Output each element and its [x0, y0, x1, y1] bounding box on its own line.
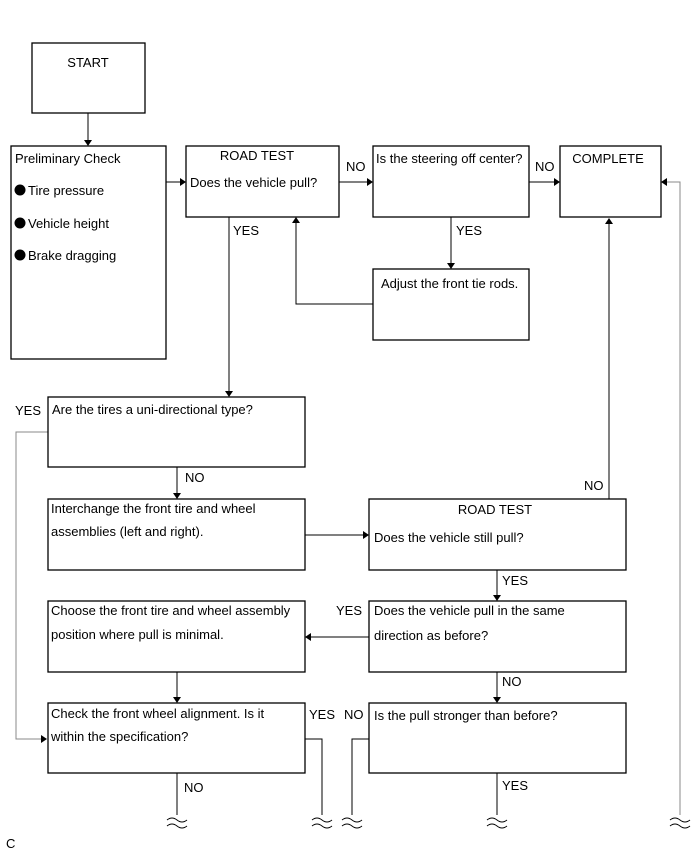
branch-labels: NO NO YES YES YES NO NO YES YES NO YES N… — [15, 159, 604, 795]
adjust-label: Adjust the front tie rods. — [381, 276, 518, 291]
yes-label: YES — [456, 223, 482, 238]
preliminary-title: Preliminary Check — [15, 151, 121, 166]
yes-label: YES — [15, 403, 41, 418]
yes-label: YES — [502, 573, 528, 588]
road-test-1-title: ROAD TEST — [220, 148, 294, 163]
alignment-node: Check the front wheel alignment. Is it w… — [47, 702, 306, 774]
continuation-marks — [166, 817, 691, 829]
steering-node: Is the steering off center? — [372, 145, 530, 218]
preliminary-item-tire-pressure: Tire pressure — [28, 183, 104, 198]
yes-label: YES — [309, 707, 335, 722]
yes-label: YES — [336, 603, 362, 618]
no-label: NO — [185, 470, 205, 485]
no-label: NO — [344, 707, 364, 722]
preliminary-check-node: Preliminary Check Tire pressure Vehicle … — [10, 145, 167, 360]
steering-question: Is the steering off center? — [376, 151, 522, 166]
same-direction-node: Does the vehicle pull in the same direct… — [368, 600, 627, 673]
no-label: NO — [502, 674, 522, 689]
road-test-2-title: ROAD TEST — [458, 502, 532, 517]
alignment-line-2: within the specification? — [50, 729, 188, 744]
yes-label: YES — [233, 223, 259, 238]
no-label: NO — [584, 478, 604, 493]
connectors — [15, 113, 681, 815]
preliminary-item-brake-dragging: Brake dragging — [28, 248, 116, 263]
same-direction-line-2: direction as before? — [374, 628, 488, 643]
choose-line-1: Choose the front tire and wheel assembly — [51, 603, 291, 618]
interchange-node: Interchange the front tire and wheel ass… — [47, 498, 306, 571]
road-test-2-node: ROAD TEST Does the vehicle still pull? — [368, 498, 627, 571]
no-label: NO — [346, 159, 366, 174]
figure-code: C — [6, 836, 15, 851]
no-label: NO — [184, 780, 204, 795]
adjust-node: Adjust the front tie rods. — [372, 268, 530, 341]
bullet-icon — [14, 184, 26, 196]
stronger-question: Is the pull stronger than before? — [374, 708, 558, 723]
complete-label: COMPLETE — [572, 151, 644, 166]
road-test-2-question: Does the vehicle still pull? — [374, 530, 524, 545]
start-label: START — [67, 55, 108, 70]
bullet-icon — [14, 249, 26, 261]
stronger-node: Is the pull stronger than before? — [368, 702, 627, 774]
bullet-icon — [14, 217, 26, 229]
interchange-line-1: Interchange the front tire and wheel — [51, 501, 256, 516]
complete-node: COMPLETE — [559, 145, 662, 218]
unidirectional-node: Are the tires a uni-directional type? — [47, 396, 306, 468]
road-test-1-question: Does the vehicle pull? — [190, 175, 317, 190]
preliminary-item-vehicle-height: Vehicle height — [28, 216, 109, 231]
no-label: NO — [535, 159, 555, 174]
choose-node: Choose the front tire and wheel assembly… — [47, 600, 306, 673]
unidirectional-question: Are the tires a uni-directional type? — [52, 402, 253, 417]
interchange-line-2: assemblies (left and right). — [51, 524, 203, 539]
same-direction-line-1: Does the vehicle pull in the same — [374, 603, 565, 618]
alignment-line-1: Check the front wheel alignment. Is it — [51, 706, 265, 721]
choose-line-2: position where pull is minimal. — [51, 627, 224, 642]
start-node: START — [31, 42, 146, 114]
yes-label: YES — [502, 778, 528, 793]
road-test-1-node: ROAD TEST Does the vehicle pull? — [185, 145, 340, 218]
